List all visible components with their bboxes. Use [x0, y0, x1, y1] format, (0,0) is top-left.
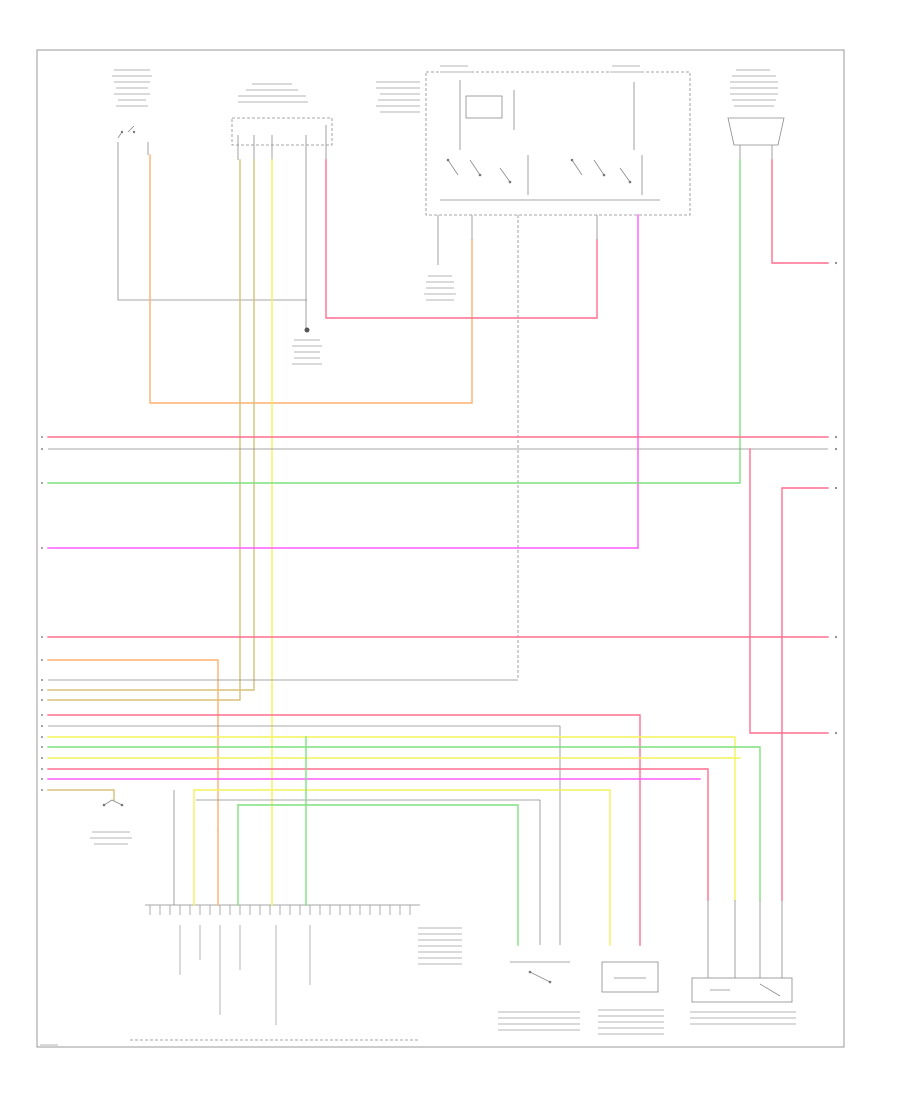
connector-icon	[237, 125, 327, 160]
connector-pin-label-marks	[179, 925, 311, 1025]
sensor-icon	[691, 977, 793, 1003]
relay-box-label-marks	[376, 65, 642, 113]
bus-orange	[47, 659, 219, 831]
upper-center-module	[47, 83, 598, 831]
bus-wires	[47, 436, 829, 946]
diagram-frame	[36, 49, 845, 1048]
switch-icon	[117, 125, 149, 155]
sensor-3-label-marks	[690, 1011, 796, 1025]
bottom-sensor-1	[498, 961, 580, 1031]
upper-center-label-marks	[238, 83, 308, 103]
bottom-left-switch	[90, 799, 132, 845]
bus-yellow	[47, 736, 736, 901]
bottom-sensor-3	[690, 900, 796, 1025]
left-switch	[112, 69, 473, 404]
bottom-sensor-2	[598, 961, 664, 1035]
control-module-connector	[145, 736, 462, 1025]
left-switch-label-marks	[112, 69, 152, 107]
bus-green-low	[47, 746, 761, 901]
sensor-icon	[510, 961, 570, 984]
connector-icon	[727, 117, 785, 160]
relay-ground-label-marks	[424, 275, 456, 301]
right-edge-markers	[834, 261, 838, 735]
relay-icon	[440, 80, 660, 201]
ground-label-marks	[292, 339, 322, 365]
sensor-icon	[601, 961, 659, 993]
left-edge-markers	[41, 436, 43, 791]
right-top-label-marks	[730, 69, 778, 107]
connector-label-marks	[418, 927, 462, 965]
sensor-1-label-marks	[498, 1011, 580, 1031]
right-top-module	[47, 69, 829, 484]
connector-icon	[145, 904, 420, 915]
relay-box	[376, 65, 691, 680]
sensor-2-label-marks	[598, 1009, 664, 1035]
switch-icon	[102, 799, 124, 807]
bottom-left-switch-label-marks	[90, 831, 132, 845]
